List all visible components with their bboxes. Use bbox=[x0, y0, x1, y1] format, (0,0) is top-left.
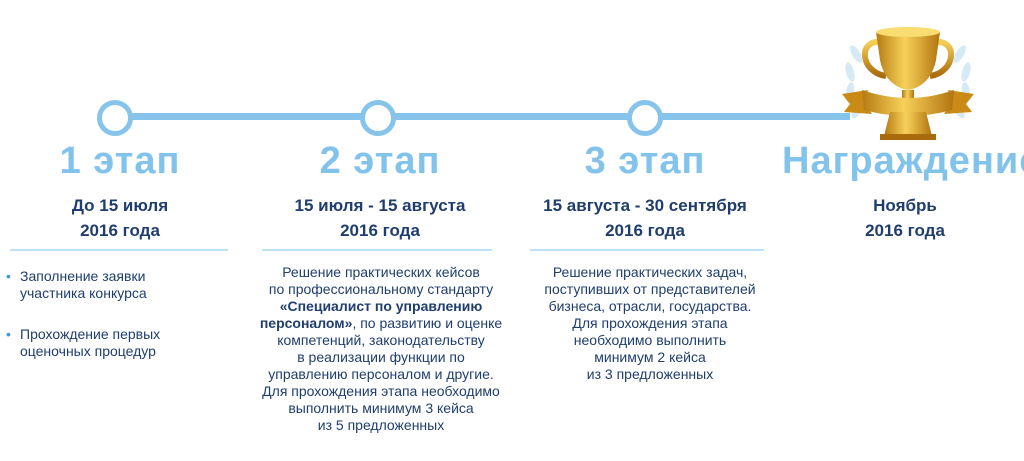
award-date-line1: Ноябрь bbox=[873, 196, 937, 215]
stage-1-divider bbox=[10, 249, 228, 251]
stage-3-desc-line: Для прохождения этапа bbox=[572, 315, 728, 331]
stage-1-node bbox=[97, 100, 133, 136]
stage-3-node bbox=[627, 100, 663, 136]
stage-2-desc-line: компетенций, законодательству bbox=[277, 332, 485, 348]
stage-1-date: До 15 июля 2016 года bbox=[20, 193, 220, 243]
stage-2-desc-line: , по развитию и оценке bbox=[352, 315, 503, 331]
stage-3-date-line1: 15 августа - 30 сентября bbox=[543, 196, 747, 215]
stage-1-date-line2: 2016 года bbox=[80, 221, 160, 240]
stage-2-desc-line: выполнить минимум 3 кейса bbox=[288, 400, 474, 416]
stage-3-desc-line: из 3 предложенных bbox=[586, 366, 714, 382]
stage-3-date-line2: 2016 года bbox=[605, 221, 685, 240]
stage-3-desc-line: бизнеса, отрасли, государства. bbox=[548, 298, 752, 314]
stage-3-desc-line: Решение практических задач, bbox=[552, 264, 748, 280]
stage-3-desc-line: поступивших от представителей bbox=[544, 281, 756, 297]
stage-2-divider bbox=[262, 249, 492, 251]
stage-3-desc-line: необходимо выполнить bbox=[573, 332, 727, 348]
stage-2-date-line1: 15 июля - 15 августа bbox=[294, 196, 466, 215]
stage-1-title: 1 этап bbox=[59, 140, 181, 182]
stage-3-divider bbox=[530, 249, 764, 251]
timeline-line bbox=[120, 113, 850, 120]
stage-1-bullets: Заполнение заявки участника конкурса Про… bbox=[6, 268, 160, 384]
stage-2-desc-line: управлению персоналом и другие. bbox=[268, 366, 494, 382]
stage-3-desc-line: минимум 2 кейса bbox=[594, 349, 706, 365]
stage-2-desc-line: из 5 предложенных bbox=[317, 417, 445, 433]
stage-2-desc-line: Решение практических кейсов bbox=[282, 264, 480, 280]
stage-2-description: Решение практических кейсов по профессио… bbox=[236, 264, 526, 434]
list-item: Заполнение заявки участника конкурса bbox=[6, 268, 160, 302]
stage-2-title: 2 этап bbox=[319, 140, 441, 182]
award-date: Ноябрь 2016 года bbox=[810, 193, 1000, 243]
stage-2-date: 15 июля - 15 августа 2016 года bbox=[270, 193, 490, 243]
stage-2-node bbox=[360, 100, 396, 136]
list-item: Прохождение первых оценочных процедур bbox=[6, 326, 160, 360]
stage-2-standard-name: «Специалист по управлению bbox=[279, 298, 483, 314]
stage-3-date: 15 августа - 30 сентября 2016 года bbox=[520, 193, 770, 243]
stage-2-date-line2: 2016 года bbox=[340, 221, 420, 240]
stage-2-desc-line: Для прохождения этапа необходимо bbox=[262, 383, 500, 399]
stage-2-standard-name-end: персоналом» bbox=[259, 315, 353, 331]
stage-3-description: Решение практических задач, поступивших … bbox=[520, 264, 780, 383]
award-title: Награждение bbox=[782, 140, 1024, 182]
stage-3-title: 3 этап bbox=[584, 140, 706, 182]
stage-2-desc-line: по профессиональному стандарту bbox=[268, 281, 494, 297]
trophy-icon bbox=[842, 27, 974, 140]
award-date-line2: 2016 года bbox=[865, 221, 945, 240]
stage-1-date-line1: До 15 июля bbox=[71, 196, 169, 215]
stage-2-desc-line: в реализации функции по bbox=[297, 349, 465, 365]
